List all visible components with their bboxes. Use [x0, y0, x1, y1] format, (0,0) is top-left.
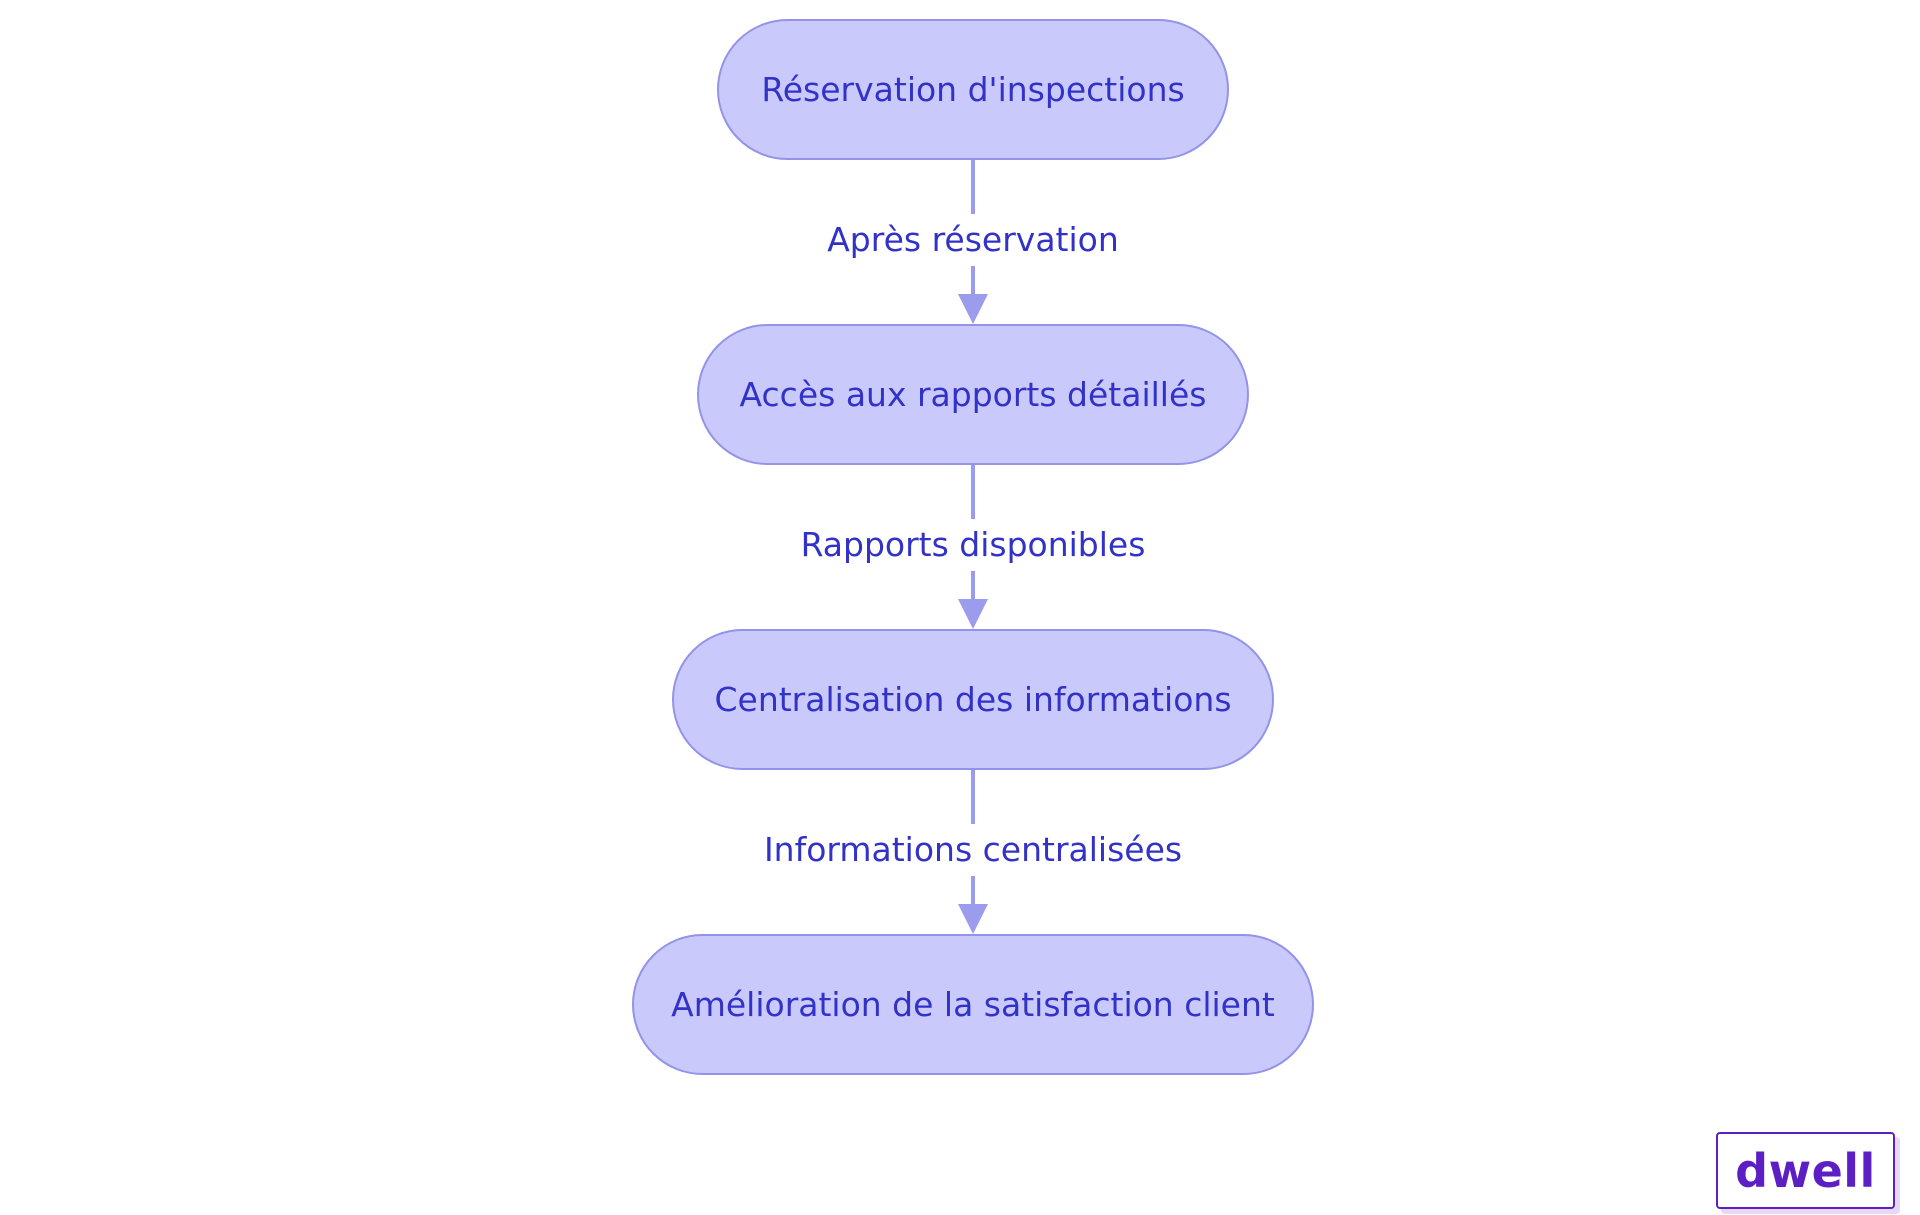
node-label: Amélioration de la satisfaction client: [671, 985, 1275, 1024]
arrow-head: [958, 904, 988, 934]
node-label: Accès aux rapports détaillés: [739, 375, 1207, 414]
node-label: Centralisation des informations: [714, 680, 1232, 719]
node-reservation-inspections: Réservation d'inspections: [717, 19, 1229, 160]
arrow-head: [958, 599, 988, 629]
arrow-head: [958, 294, 988, 324]
node-amelioration-satisfaction: Amélioration de la satisfaction client: [632, 934, 1314, 1075]
edge-label-informations-centralisees: Informations centralisées: [759, 824, 1187, 876]
edge-label-apres-reservation: Après réservation: [823, 214, 1123, 266]
node-centralisation-informations: Centralisation des informations: [672, 629, 1274, 770]
edge-label-rapports-disponibles: Rapports disponibles: [796, 519, 1150, 571]
node-label: Réservation d'inspections: [761, 70, 1185, 109]
node-acces-rapports: Accès aux rapports détaillés: [697, 324, 1249, 465]
dwell-logo: dwell: [1716, 1132, 1895, 1209]
